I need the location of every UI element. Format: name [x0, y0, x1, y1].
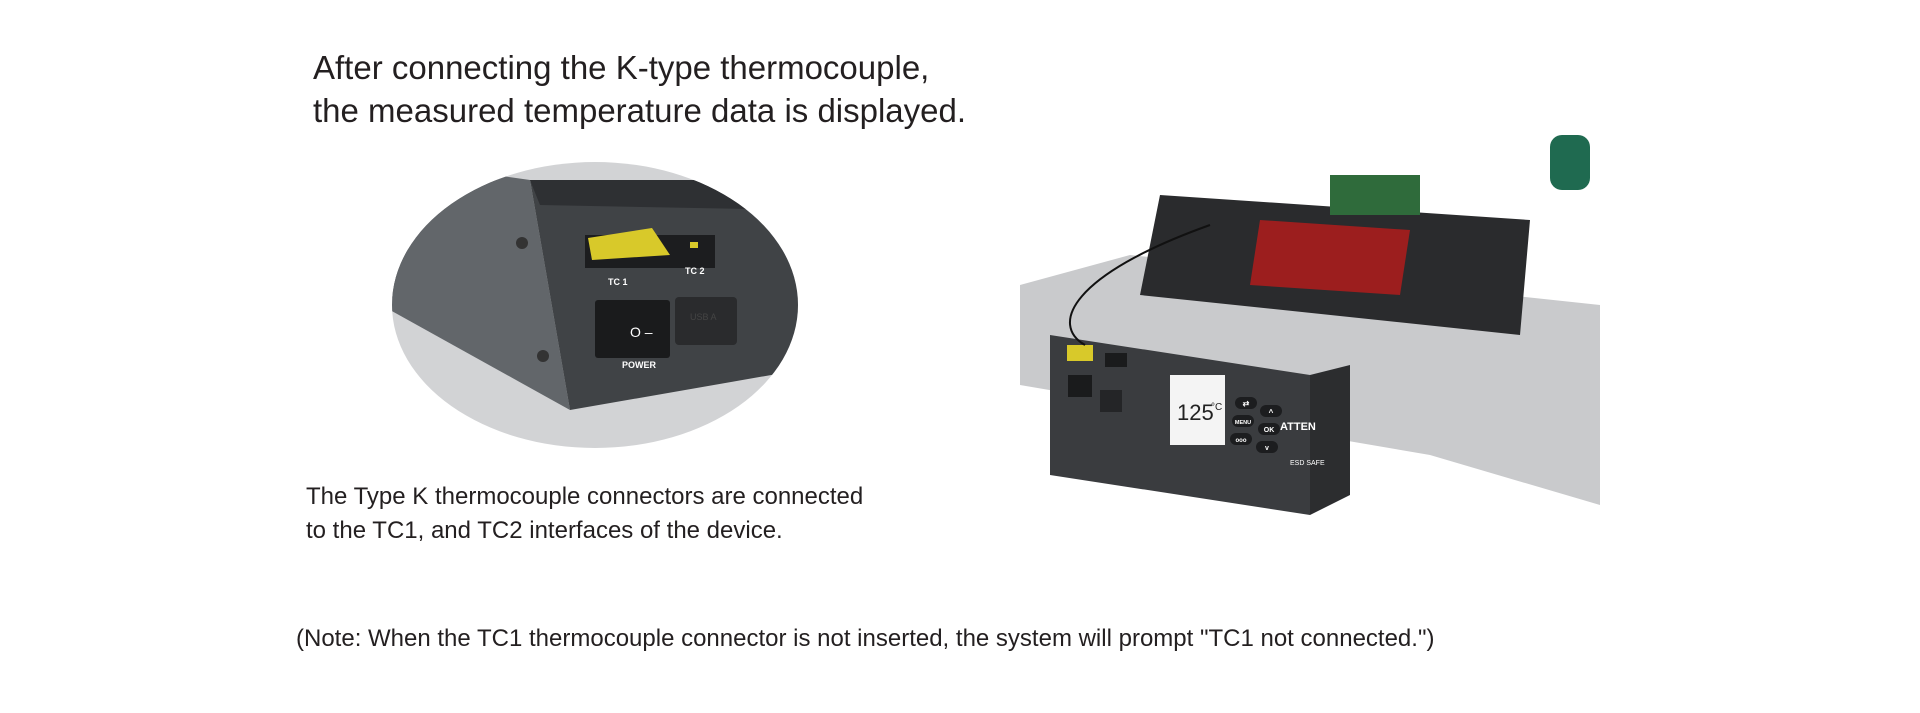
tc1-connector	[588, 228, 670, 260]
tc1-label: TC 1	[608, 277, 628, 287]
circuit-board	[1330, 175, 1420, 215]
switch-button	[1235, 397, 1257, 409]
heading: After connecting the K-type thermocouple…	[313, 46, 966, 132]
menu-button-label: MENU	[1235, 420, 1251, 426]
up-button	[1260, 405, 1282, 417]
tc2-label: TC 2	[685, 266, 705, 276]
lcd-screen	[1170, 375, 1225, 445]
usb-cover	[675, 297, 737, 345]
up-button-label: ^	[1269, 408, 1274, 417]
closeup-illustration: TC 1 TC 2 O – POWER USB A	[392, 162, 798, 448]
device-illustration: 125 °C ATTEN ⇄ MENU ooo ^ OK v ESD SAFE	[1020, 135, 1600, 515]
ok-button-label: OK	[1264, 427, 1275, 434]
brand-logo: ATTEN	[1280, 421, 1316, 433]
switch-button-label: ⇄	[1243, 399, 1250, 408]
down-button-label: v	[1265, 445, 1269, 452]
tc1-connector	[1067, 345, 1093, 361]
heading-line-2: the measured temperature data is display…	[313, 92, 967, 129]
thermocouple-wire	[1069, 224, 1211, 346]
svg-text:O –: O –	[630, 324, 653, 340]
menu-button	[1232, 415, 1254, 427]
heat-button-label: ooo	[1236, 438, 1247, 444]
power-switch	[1068, 375, 1092, 397]
heading-line-1: After connecting the K-type thermocouple…	[313, 49, 930, 86]
temperature-unit: °C	[1211, 402, 1222, 413]
esd-safe-label: ESD SAFE	[1290, 460, 1325, 467]
usb-label: USB A	[690, 312, 717, 322]
power-switch	[595, 300, 670, 358]
ok-button	[1258, 423, 1280, 435]
power-label: POWER	[622, 360, 657, 370]
caption-line-1: The Type K thermocouple connectors are c…	[306, 483, 864, 510]
down-button	[1256, 441, 1278, 453]
caption-line-2: to the TC1, and TC2 interfaces of the de…	[306, 517, 783, 544]
handle-knob	[1550, 135, 1590, 190]
note-text: (Note: When the TC1 thermocouple connect…	[296, 625, 1435, 652]
caption: The Type K thermocouple connectors are c…	[306, 480, 863, 548]
temperature-readout: 125	[1177, 400, 1214, 425]
heat-button	[1230, 433, 1252, 445]
